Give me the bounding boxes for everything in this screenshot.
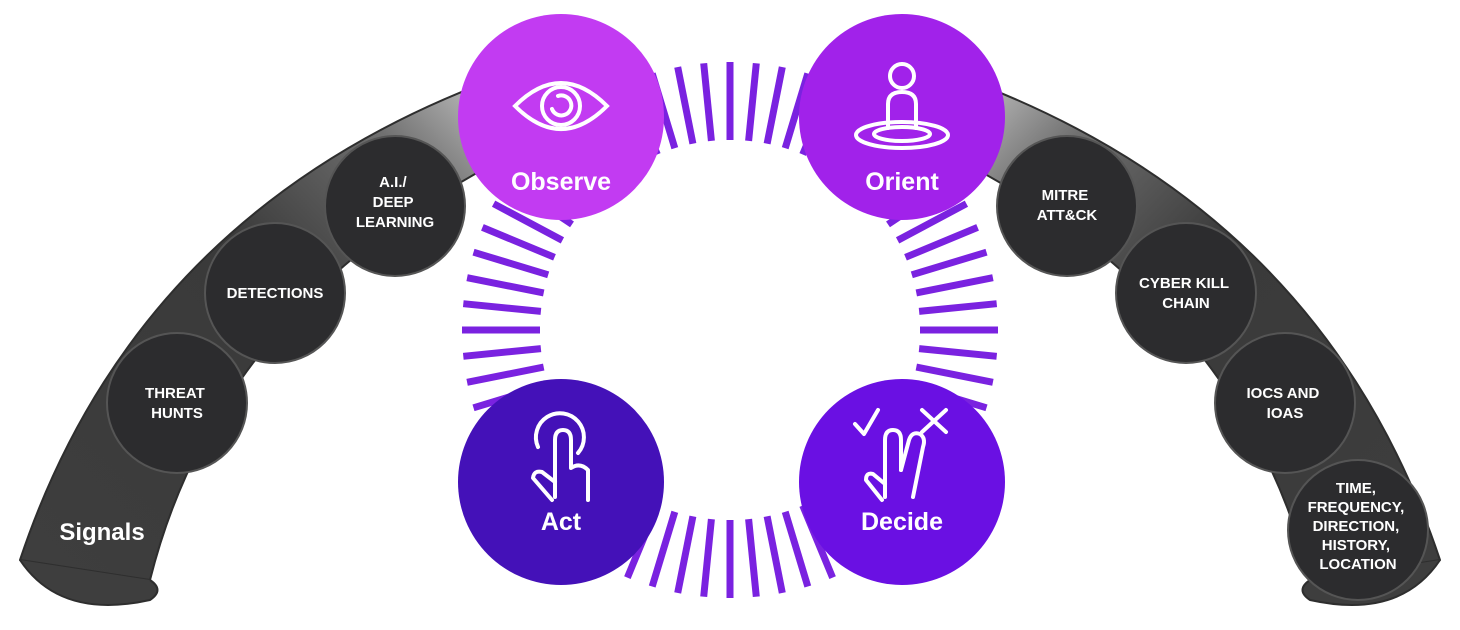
svg-text:CYBER KILL CHAIN: CYBER KILL CHAIN [1139,275,1233,312]
svg-text:THREAT HUNTS: THREAT HUNTS [145,385,209,422]
loop-tick [763,515,786,594]
loop-tick [745,518,760,598]
loop-tick [466,363,545,386]
loop-tick [481,224,556,261]
framework-item-mitre: MITRE ATT&CK [996,135,1138,277]
orient-node: Orient [799,14,1005,220]
loop-tick [745,62,760,142]
loop-tick [700,62,715,142]
loop-tick [472,248,550,279]
svg-text:Observe: Observe [511,168,611,196]
loop-tick [700,518,715,598]
loop-tick [674,66,697,145]
framework-item-kill-chain: CYBER KILL CHAIN [1115,222,1257,364]
framework-item-iocs: IOCS AND IOAS [1214,332,1356,474]
loop-tick [648,510,679,588]
decide-node: Decide [799,379,1005,585]
loop-tick [918,345,998,360]
svg-text:TIME, FREQUENCY,: TIME, FREQUENCY, DIRECTION, HISTORY, LOC… [1308,480,1409,573]
loop-tick [895,200,969,244]
svg-text:DETECTIONS: DETECTIONS [227,285,324,302]
signals-label: Signals [59,519,144,546]
loop-tick [918,300,998,315]
loop-tick [915,363,994,386]
loop-tick [491,200,565,244]
signal-item-detections: DETECTIONS [204,222,346,364]
svg-text:Decide: Decide [861,508,943,536]
eye-icon [512,81,610,131]
observe-node: Observe [458,14,664,220]
svg-text:A.I./ DEEP LEA: A.I./ DEEP LEARNING [356,174,434,231]
loop-tick [462,345,542,360]
tap-hand-icon [531,411,590,502]
svg-text:Orient: Orient [865,168,939,196]
svg-text:MITRE ATT&CK: MITRE ATT&CK [1037,187,1098,224]
loop-tick [763,66,786,145]
act-node: Act [458,379,664,585]
loop-tick [674,515,697,594]
loop-tick [910,248,988,279]
loop-tick [781,510,812,588]
loop-tick [904,224,979,261]
signal-item-threat-hunts: THREAT HUNTS [106,332,248,474]
person-target-icon [854,62,950,150]
svg-text:IOCS AND IOAS: IOCS AND IOAS [1247,385,1324,422]
loop-tick [915,274,994,297]
signal-item-ai: A.I./ DEEP LEARNING [324,135,466,277]
svg-text:Act: Act [541,508,582,536]
loop-tick [466,274,545,297]
framework-item-time: TIME, FREQUENCY, DIRECTION, HISTORY, LOC… [1287,459,1429,601]
check-cross-hand-icon [853,408,948,502]
loop-tick [462,300,542,315]
